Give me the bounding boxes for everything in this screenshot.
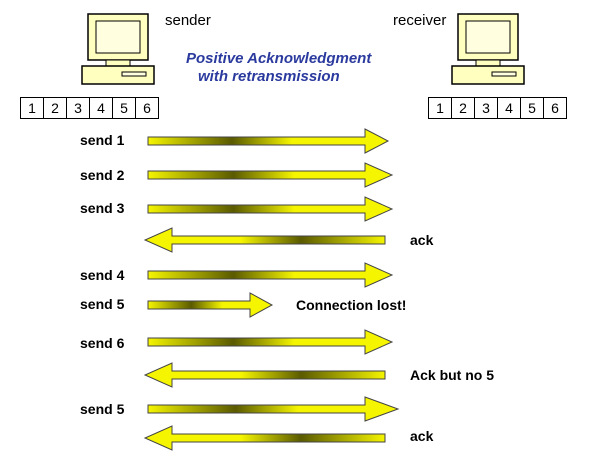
sender-buffer: 1 2 3 4 5 6	[20, 97, 159, 119]
receiver-buffer-cell: 6	[551, 100, 559, 116]
sender-label: sender	[165, 12, 211, 29]
receiver-buffer-cell: 4	[498, 98, 521, 118]
event-label-send-5-retransmit: send 5	[80, 401, 125, 417]
event-label-send-6: send 6	[80, 335, 125, 351]
event-label-send-4: send 4	[80, 267, 125, 283]
event-label-ack: ack	[410, 232, 434, 248]
arrow-send-6	[147, 329, 394, 355]
sender-buffer-cell: 3	[67, 98, 90, 118]
event-label-send-1: send 1	[80, 132, 125, 148]
diagram-title: Positive Acknowledgment with retransmiss…	[186, 50, 426, 86]
receiver-buffer: 1 2 3 4 5 6	[428, 97, 567, 119]
sender-buffer-cell: 1	[21, 98, 44, 118]
arrow-ack-no-5	[143, 362, 386, 388]
arrow-send-5-retransmit	[147, 396, 400, 422]
sender-buffer-cell: 4	[90, 98, 113, 118]
event-label-ack-no-5: Ack but no 5	[410, 367, 495, 383]
receiver-buffer-cell: 2	[452, 98, 475, 118]
receiver-label: receiver	[393, 12, 447, 29]
title-line-1: Positive Acknowledgment	[186, 50, 372, 67]
receiver-buffer-cell: 5	[521, 98, 544, 118]
event-label-connection-lost: Connection lost!	[296, 297, 407, 313]
receiver-buffer-cell: 3	[475, 98, 498, 118]
arrow-send-1	[147, 128, 390, 154]
arrow-send-4	[147, 262, 394, 288]
sender-buffer-cell: 6	[143, 100, 151, 116]
event-label-send-2: send 2	[80, 167, 125, 183]
event-label-send-5: send 5	[80, 296, 125, 312]
arrow-ack-final	[143, 425, 386, 451]
receiver-buffer-cell: 1	[429, 98, 452, 118]
event-label-final-ack: ack	[410, 428, 434, 444]
arrow-send-5-lost	[147, 292, 274, 318]
event-label-send-3: send 3	[80, 200, 125, 216]
sender-buffer-cell: 2	[44, 98, 67, 118]
title-line-2: with retransmission	[198, 68, 340, 85]
sender-buffer-cell: 5	[113, 98, 136, 118]
arrow-send-3	[147, 196, 394, 222]
receiver-computer-icon	[451, 13, 525, 85]
arrow-ack-1	[143, 227, 386, 253]
sender-computer-icon	[81, 13, 155, 85]
arrow-send-2	[147, 162, 394, 188]
